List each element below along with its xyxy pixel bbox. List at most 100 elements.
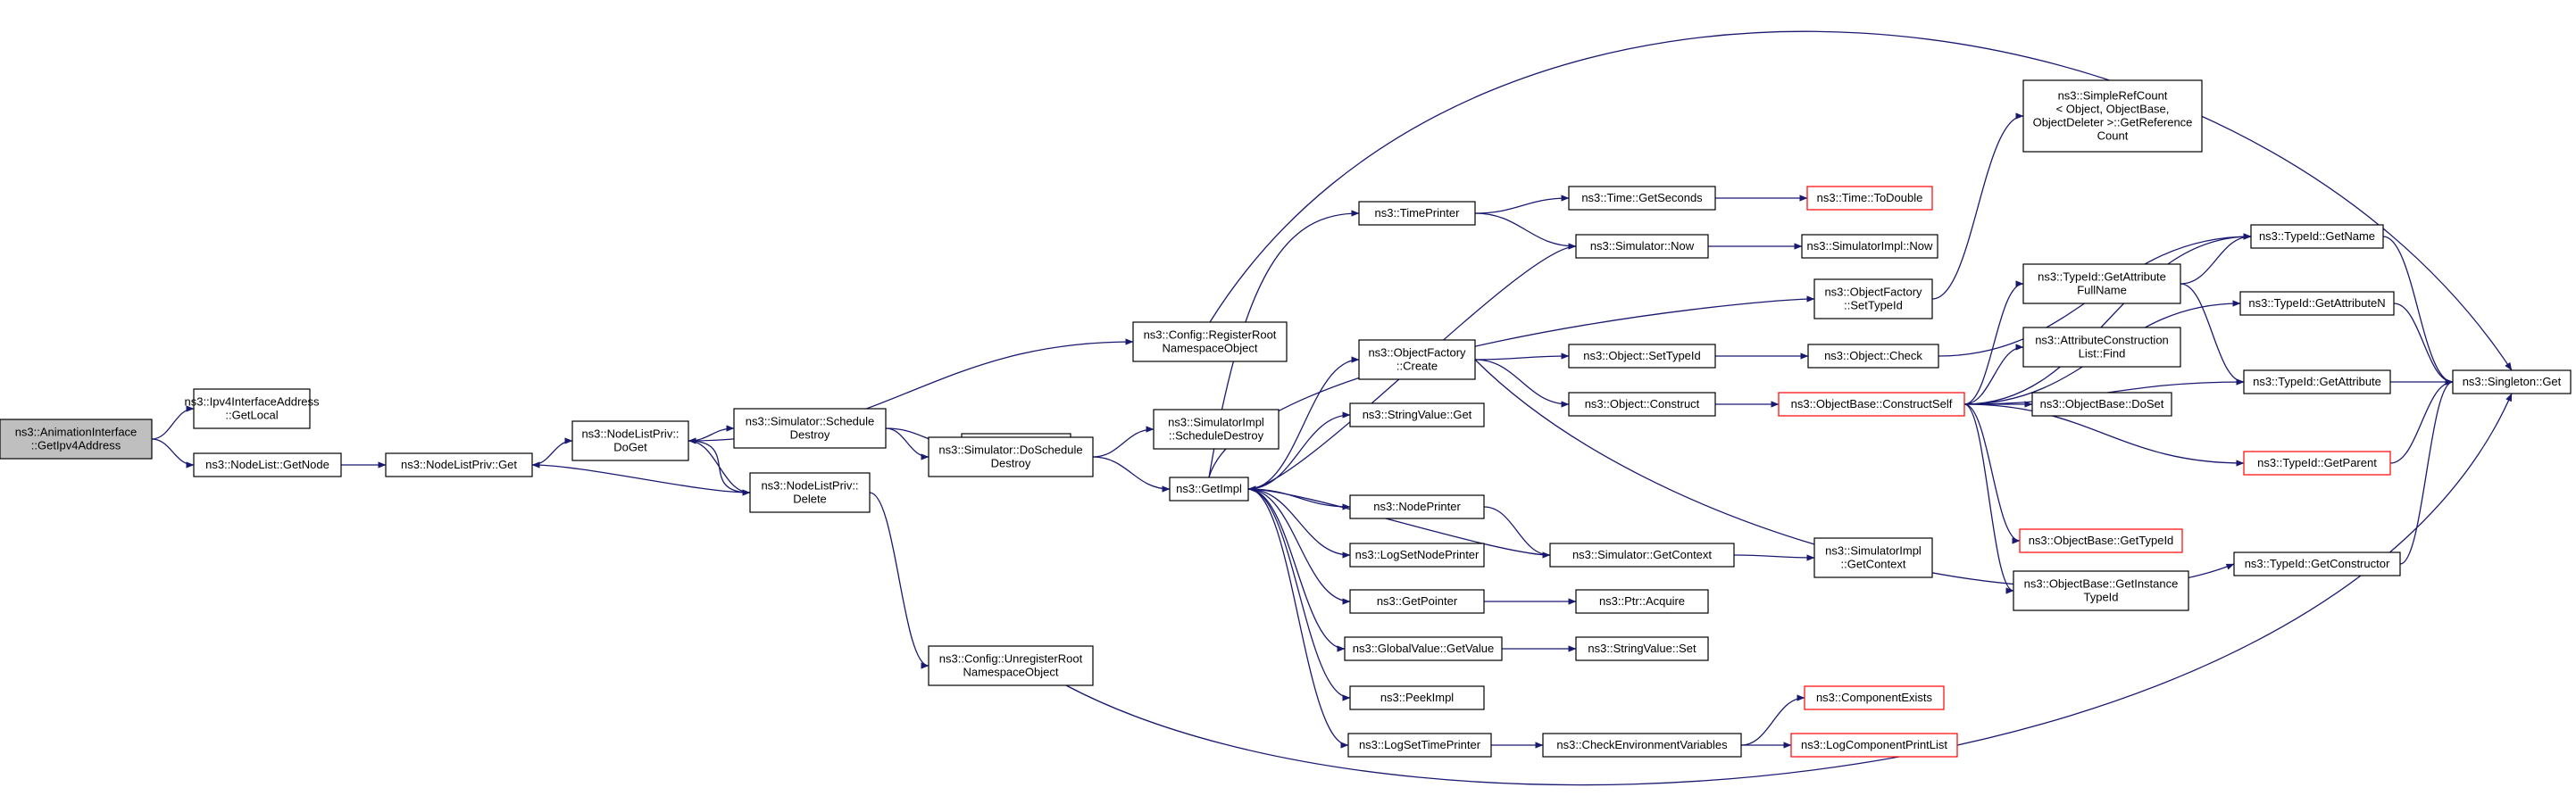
node-nlpget[interactable]: ns3::NodeListPriv::Get	[385, 452, 533, 477]
node-label: NamespaceObject	[963, 666, 1059, 679]
node-doget[interactable]: ns3::NodeListPriv::DoGet	[571, 420, 689, 461]
node-componentexists[interactable]: ns3::ComponentExists	[1804, 685, 1945, 710]
edge-do-sched-destroy-to-getimpl	[1092, 456, 1171, 493]
node-label: ns3::StringValue::Get	[1363, 408, 1472, 421]
edge-tidgetparent-to-singletonget	[2389, 378, 2454, 464]
node-box	[1568, 392, 1716, 417]
node-box	[2031, 392, 2172, 417]
node-box	[571, 420, 689, 461]
edge-obconstructself-to-obgettypeid	[1963, 403, 2021, 544]
node-obdoset[interactable]: ns3::ObjectBase::DoSet	[2031, 392, 2172, 417]
node-sched-destroy[interactable]: ns3::Simulator::ScheduleDestroy	[733, 408, 887, 449]
node-label: ns3::TimePrinter	[1375, 206, 1461, 220]
node-box	[2250, 224, 2384, 249]
node-peekimpl[interactable]: ns3::PeekImpl	[1349, 685, 1485, 710]
node-label: ns3::NodePrinter	[1373, 500, 1461, 513]
edge-ofcreate-to-objsettypeid	[1474, 352, 1570, 361]
node-obgettypeid[interactable]: ns3::ObjectBase::GetTypeId	[2019, 528, 2183, 553]
node-label: ns3::TypeId::GetName	[2259, 229, 2375, 243]
node-simnow[interactable]: ns3::Simulator::Now	[1575, 234, 1709, 259]
node-gvgetvalue[interactable]: ns3::GlobalValue::GetValue	[1344, 636, 1503, 661]
edge-getimpl-to-peekimpl	[1247, 488, 1351, 701]
node-label: ns3::Singleton::Get	[2463, 375, 2562, 388]
node-ipv4local[interactable]: ns3::Ipv4InterfaceAddress::GetLocal	[184, 388, 320, 429]
edge-obconstructself-to-tidgetname	[1963, 233, 2252, 405]
node-label: Destroy	[991, 457, 1031, 470]
node-box	[2243, 451, 2391, 476]
node-getimpl[interactable]: ns3::GetImpl	[1169, 477, 1249, 502]
node-tidgetattrn[interactable]: ns3::TypeId::GetAttributeN	[2239, 291, 2395, 316]
node-objcheck[interactable]: ns3::Object::Check	[1807, 344, 1939, 369]
node-root[interactable]: ns3::AnimationInterface::GetIpv4Address	[0, 419, 153, 460]
node-box	[1349, 494, 1485, 519]
node-label: FullName	[2077, 284, 2127, 297]
node-box	[1806, 186, 1933, 211]
node-box	[1344, 636, 1503, 661]
node-label: ns3::Config::UnregisterRoot	[939, 652, 1083, 666]
node-logsettimeprinter[interactable]: ns3::LogSetTimePrinter	[1347, 733, 1492, 758]
node-box	[2239, 291, 2395, 316]
node-label: ns3::ComponentExists	[1816, 691, 1933, 704]
node-label: TypeId	[2083, 591, 2118, 604]
edge-tidgetattrfullname-to-tidgetattr	[2180, 283, 2245, 386]
node-ofcreate[interactable]: ns3::ObjectFactory::Create	[1358, 339, 1476, 380]
edge-root-to-getnode	[151, 438, 195, 468]
node-logsetnodeprinter[interactable]: ns3::LogSetNodePrinter	[1349, 543, 1485, 568]
node-box	[1349, 685, 1485, 710]
edge-nlpdelete-to-doget	[688, 437, 751, 493]
node-tidgetattr[interactable]: ns3::TypeId::GetAttribute	[2243, 369, 2391, 394]
node-label: ::Create	[1396, 360, 1438, 373]
node-simimplnow[interactable]: ns3::SimulatorImpl::Now	[1801, 234, 1938, 259]
node-objconstruct[interactable]: ns3::Object::Construct	[1568, 392, 1716, 417]
node-timeprinter[interactable]: ns3::TimePrinter	[1358, 201, 1476, 226]
edge-simgetcontext-to-simimplgetcontext	[1733, 554, 1815, 561]
edge-getimpl-to-logsetnodeprinter	[1247, 488, 1351, 559]
node-box	[2233, 551, 2401, 576]
edge-tidgetconstructor-to-singletonget	[2399, 378, 2454, 565]
node-simimplgetcontext[interactable]: ns3::SimulatorImpl::GetContext	[1813, 537, 1933, 578]
node-tidgetconstructor[interactable]: ns3::TypeId::GetConstructor	[2233, 551, 2401, 576]
edge-do-sched-destroy-to-simimpl-sched-destroy	[1092, 426, 1155, 458]
node-simplerefcount[interactable]: ns3::SimpleRefCount< Object, ObjectBase,…	[2022, 79, 2203, 153]
node-logcompprintlist[interactable]: ns3::LogComponentPrintList	[1790, 733, 1958, 758]
node-label: ns3::TypeId::GetAttributeN	[2248, 296, 2385, 310]
node-simimpl-sched-destroy[interactable]: ns3::SimulatorImpl::ScheduleDestroy	[1153, 409, 1280, 450]
node-box	[1778, 392, 1965, 417]
node-label: ObjectDeleter >::GetReference	[2033, 116, 2193, 129]
node-label: ::GetContext	[1841, 558, 1906, 571]
node-getnode[interactable]: ns3::NodeList::GetNode	[193, 452, 342, 477]
node-obconstructself[interactable]: ns3::ObjectBase::ConstructSelf	[1778, 392, 1965, 417]
node-label: ns3::GlobalValue::GetValue	[1353, 642, 1495, 655]
node-nlpdelete[interactable]: ns3::NodeListPriv::Delete	[749, 472, 871, 513]
node-label: ns3::TypeId::GetAttribute	[2253, 375, 2381, 388]
node-box	[1575, 589, 1709, 614]
node-tidgetname[interactable]: ns3::TypeId::GetName	[2250, 224, 2384, 249]
edge-nodeprinter-to-simgetcontext	[1483, 506, 1551, 559]
node-box	[1153, 409, 1280, 450]
node-getpointer[interactable]: ns3::GetPointer	[1349, 589, 1485, 614]
node-ofsettypeid[interactable]: ns3::ObjectFactory::SetTypeId	[1813, 278, 1933, 319]
node-unregroot[interactable]: ns3::Config::UnregisterRootNamespaceObje…	[928, 645, 1094, 686]
node-stringvalget[interactable]: ns3::StringValue::Get	[1349, 402, 1485, 427]
node-checkenv[interactable]: ns3::CheckEnvironmentVariables	[1542, 733, 1742, 758]
node-label: ns3::Simulator::Now	[1590, 239, 1695, 253]
node-label: ns3::ObjectBase::ConstructSelf	[1791, 397, 1953, 410]
node-objsettypeid[interactable]: ns3::Object::SetTypeId	[1568, 344, 1716, 369]
edge-getimpl-to-gvgetvalue	[1247, 488, 1346, 652]
node-label: ns3::Simulator::GetContext	[1572, 548, 1712, 561]
node-simgetcontext[interactable]: ns3::Simulator::GetContext	[1549, 543, 1735, 568]
edge-tidgetattrfullname-to-tidgetname	[2180, 233, 2252, 285]
node-singletonget[interactable]: ns3::Singleton::Get	[2452, 369, 2572, 394]
node-timetodouble[interactable]: ns3::Time::ToDouble	[1806, 186, 1933, 211]
node-ptracquire[interactable]: ns3::Ptr::Acquire	[1575, 589, 1709, 614]
node-timegetseconds[interactable]: ns3::Time::GetSeconds	[1568, 186, 1716, 211]
node-stringvalset[interactable]: ns3::StringValue::Set	[1575, 636, 1709, 661]
node-tidgetparent[interactable]: ns3::TypeId::GetParent	[2243, 451, 2391, 476]
node-label: ns3::Ptr::Acquire	[1599, 594, 1685, 608]
node-nodeprinter[interactable]: ns3::NodePrinter	[1349, 494, 1485, 519]
